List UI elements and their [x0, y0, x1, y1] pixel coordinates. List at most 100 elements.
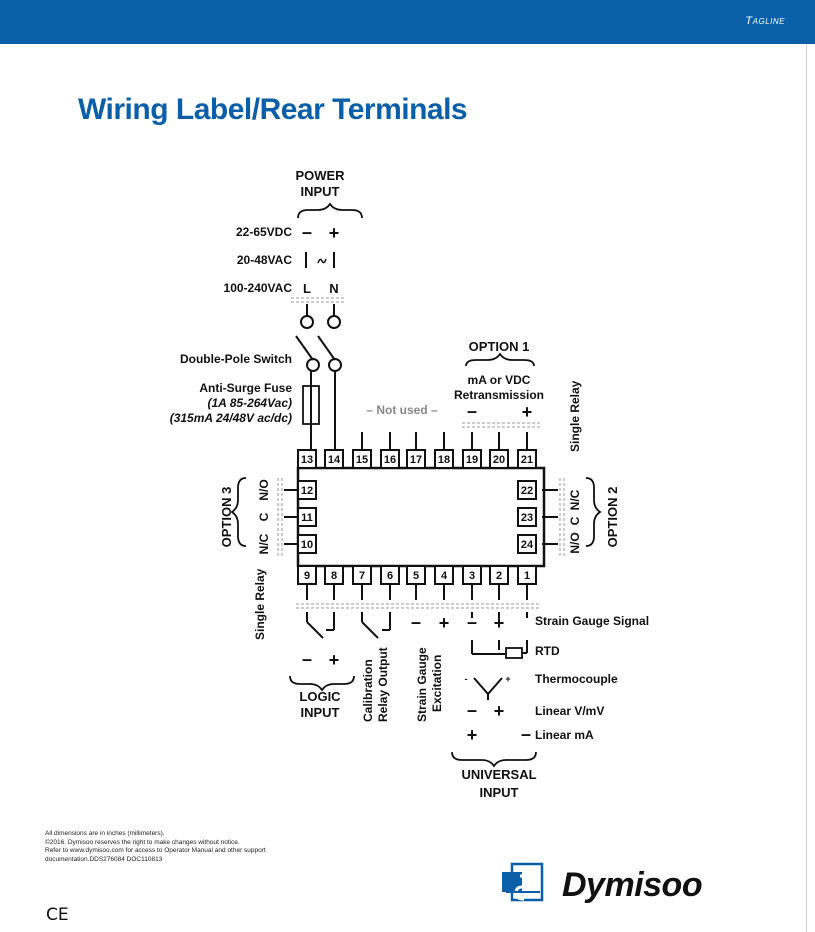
terminal-21: 21	[517, 449, 537, 469]
universal-title-2: INPUT	[480, 785, 519, 800]
power-row1-plus: +	[329, 223, 340, 243]
option1-minus: –	[467, 401, 477, 421]
terminal-18: 18	[434, 449, 454, 469]
option1-line1: mA or VDC	[468, 373, 531, 387]
terminal-17: 17	[406, 449, 426, 469]
option2-nc: N/C	[568, 489, 582, 510]
power-title-2: INPUT	[301, 184, 340, 199]
power-n-terminal	[327, 315, 341, 329]
excitation-label-2: Excitation	[430, 655, 444, 712]
logic-plus: +	[329, 650, 340, 670]
terminal-number: 16	[384, 454, 396, 466]
thermocouple-plus: +	[505, 674, 510, 684]
terminal-number: 9	[304, 570, 310, 582]
terminal-number: 24	[521, 539, 534, 551]
footnote-line-2: ©2016. Dymisoo reserves the right to mak…	[45, 838, 240, 846]
option1-brace	[465, 352, 535, 367]
terminal-13: 13	[297, 449, 317, 469]
terminal-9: 9	[297, 565, 317, 585]
universal-plus: +	[494, 613, 505, 633]
rtd-symbol	[505, 647, 523, 659]
linear-v-label: Linear V/mV	[535, 704, 604, 718]
footnote-line-4: documentation.DDS276084 DOC110813	[45, 855, 163, 863]
option3-brace	[230, 477, 247, 547]
terminal-number: 19	[466, 454, 478, 466]
option1-title: OPTION 1	[469, 339, 530, 354]
terminal-number: 3	[469, 570, 475, 582]
footnote-line-1: All dimensions are in inches (millimeter…	[45, 830, 165, 837]
calibration-label-1: Calibration	[361, 659, 375, 722]
single-relay-left-label: Single Relay	[253, 568, 267, 640]
power-l-terminal	[300, 315, 314, 329]
linear-ma-minus: –	[521, 724, 531, 744]
linear-v-plus: +	[494, 701, 505, 721]
power-row1-label: 22-65VDC	[236, 225, 292, 239]
brand-logo: Dymisoo	[500, 862, 740, 910]
option3-c: C	[257, 512, 271, 521]
terminal-24: 24	[517, 534, 537, 554]
option3-no: N/O	[257, 479, 271, 500]
terminal-15: 15	[352, 449, 372, 469]
footnote-line-3: Refer to www.dymisoo.com for access to O…	[45, 847, 266, 854]
page-title: Wiring Label/Rear Terminals	[78, 93, 468, 126]
single-relay-right-label: Single Relay	[568, 380, 582, 452]
terminal-number: 12	[301, 485, 313, 497]
right-terminal-column: 22 23 24	[517, 480, 537, 554]
thermocouple-label: Thermocouple	[535, 672, 618, 686]
terminal-number: 2	[496, 570, 502, 582]
terminal-number: 21	[521, 454, 533, 466]
brand-icon	[502, 862, 544, 902]
universal-brace	[451, 751, 537, 768]
terminal-number: 6	[387, 570, 393, 582]
terminal-number: 18	[438, 454, 450, 466]
brand-name: Dymisoo	[562, 866, 703, 904]
terminal-16: 16	[380, 449, 400, 469]
excitation-label-1: Strain Gauge	[415, 647, 429, 722]
terminal-number: 4	[441, 570, 448, 582]
controller-housing	[296, 466, 546, 568]
rtd-label: RTD	[535, 644, 560, 658]
terminal-number: 15	[356, 454, 368, 466]
linear-ma-plus: +	[467, 725, 478, 745]
terminal-number: 8	[331, 570, 337, 582]
power-row3-n: N	[329, 281, 338, 296]
fuse-label: Anti-Surge Fuse	[199, 381, 292, 395]
terminal-19: 19	[462, 449, 482, 469]
terminal-10: 10	[297, 534, 317, 554]
option1-line2: Retransmission	[454, 388, 544, 402]
terminal-number: 23	[521, 512, 533, 524]
option2-brace	[585, 477, 602, 547]
linear-ma-label: Linear mA	[535, 728, 594, 742]
power-row1-minus: –	[302, 222, 312, 242]
terminal-23: 23	[517, 507, 537, 527]
terminal-number: 22	[521, 485, 533, 497]
option3-title: OPTION 3	[219, 487, 234, 548]
terminal-8: 8	[324, 565, 344, 585]
terminal-number: 11	[301, 512, 313, 524]
option2-no: N/O	[568, 532, 582, 553]
terminal-number: 10	[301, 539, 313, 551]
power-row3-label: 100-240VAC	[224, 281, 293, 295]
power-brace	[297, 202, 363, 219]
power-row3-l: L	[303, 281, 311, 296]
switch-contact-left	[306, 358, 320, 372]
terminal-2: 2	[489, 565, 509, 585]
header-bar: Tagline	[0, 0, 815, 44]
terminal-number: 7	[359, 570, 365, 582]
option2-title: OPTION 2	[605, 487, 620, 548]
thermocouple-minus: -	[465, 674, 468, 684]
terminal-number: 14	[328, 454, 341, 466]
universal-title-1: UNIVERSAL	[461, 767, 536, 782]
terminal-22: 22	[517, 480, 537, 500]
switch-contact-right	[328, 358, 342, 372]
option2-c: C	[568, 516, 582, 525]
footnote: All dimensions are in inches (millimeter…	[45, 830, 305, 864]
calibration-label-2: Relay Output	[376, 647, 390, 722]
excitation-plus: +	[439, 613, 450, 633]
terminal-number: 13	[301, 454, 313, 466]
terminal-4: 4	[434, 565, 454, 585]
terminal-number: 17	[410, 454, 422, 466]
